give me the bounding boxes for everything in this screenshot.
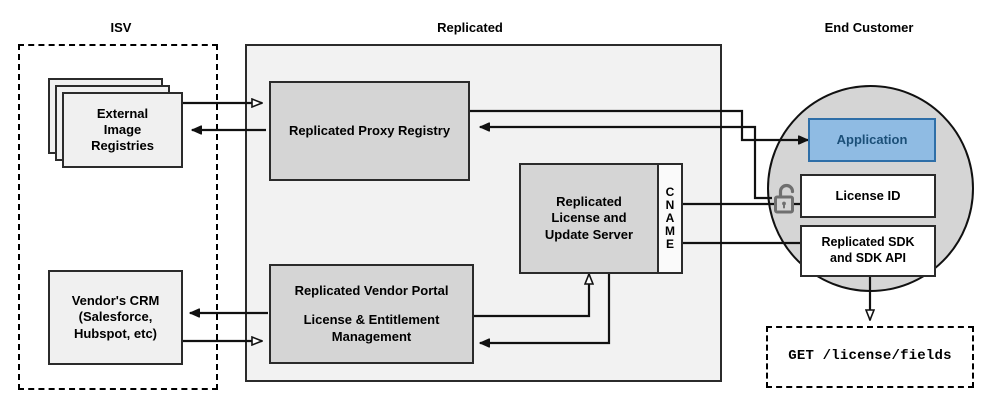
cname-letter-c: C <box>665 185 675 200</box>
unlock-icon <box>774 183 795 214</box>
node-replicated-proxy-registry[interactable]: Replicated Proxy Registry <box>269 81 470 181</box>
node-cname[interactable]: C N A M E <box>657 163 683 274</box>
cname-letter-m: M <box>665 223 675 238</box>
isv-boundary <box>18 44 218 390</box>
api-call-boundary <box>766 326 974 388</box>
zone-title-replicated: Replicated <box>437 20 503 35</box>
vendor-portal-subtitle-line1: License & Entitlement <box>303 312 440 328</box>
vendor-portal-title: Replicated Vendor Portal <box>294 283 449 299</box>
node-external-image-registries[interactable]: External Image Registries <box>62 92 183 168</box>
cname-letter-n: N <box>665 198 675 213</box>
node-replicated-vendor-portal[interactable]: Replicated Vendor Portal License & Entit… <box>269 264 474 364</box>
zone-title-isv: ISV <box>110 20 132 35</box>
cname-letter-a: A <box>665 211 675 226</box>
vendor-portal-subtitle: License & Entitlement Management <box>304 312 440 345</box>
node-replicated-license-update-server[interactable]: Replicated License and Update Server <box>519 163 659 274</box>
cname-letter-e: E <box>665 236 674 251</box>
node-application[interactable]: Application <box>808 118 936 162</box>
zone-title-end-customer: End Customer <box>824 20 914 35</box>
vendor-portal-subtitle-line2: Management <box>331 328 412 344</box>
node-license-id[interactable]: License ID <box>800 174 936 218</box>
node-vendor-crm[interactable]: Vendor's CRM (Salesforce, Hubspot, etc) <box>48 270 183 365</box>
node-replicated-sdk[interactable]: Replicated SDK and SDK API <box>800 225 936 277</box>
node-api-call: GET /license/fields <box>788 348 952 365</box>
